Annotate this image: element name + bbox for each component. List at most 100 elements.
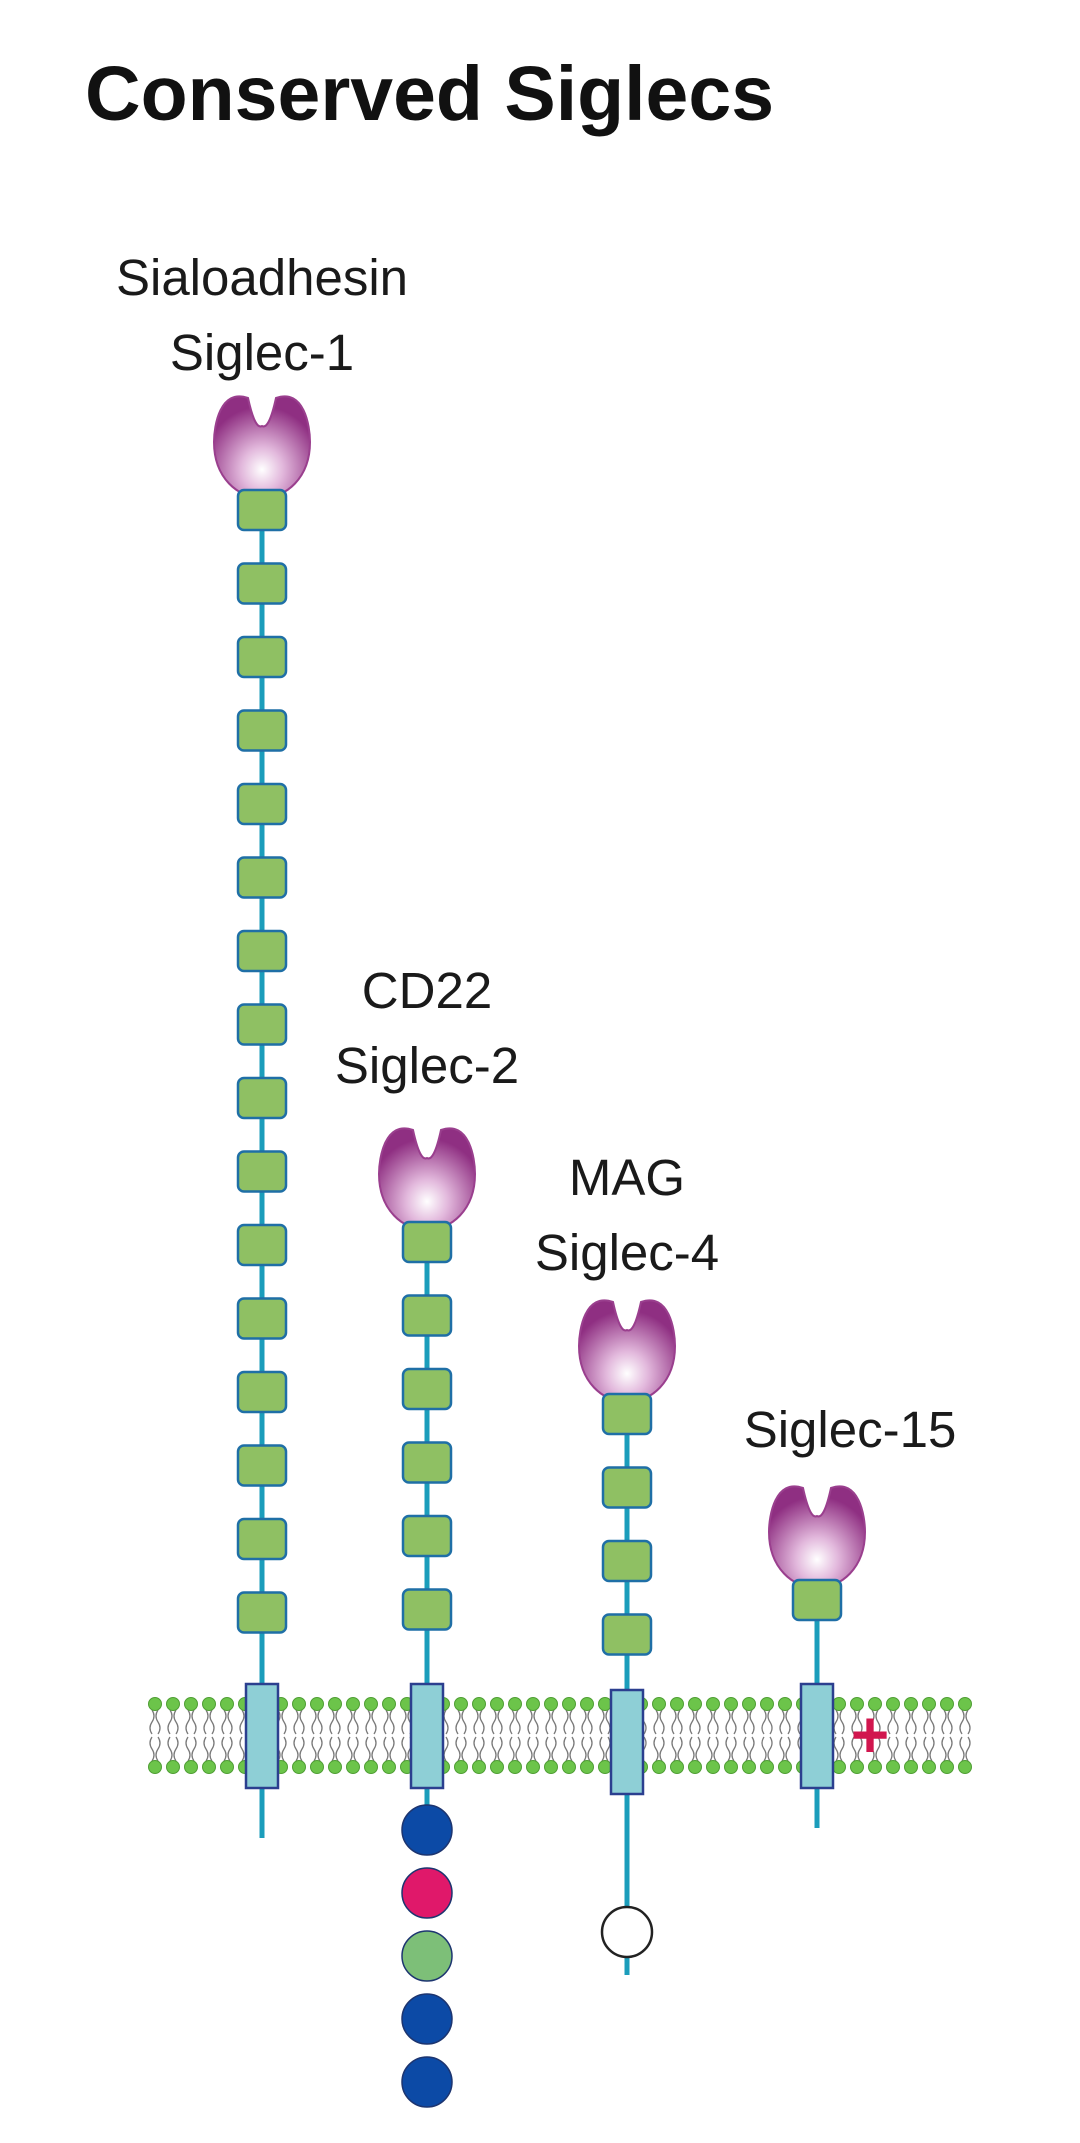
lipid-head-inner [868, 1760, 882, 1774]
lipid-head-outer [490, 1697, 504, 1711]
sialic-acid-binding-domain [212, 395, 312, 500]
lipid-head-outer [706, 1697, 720, 1711]
ig-like-domain [236, 1003, 288, 1046]
lipid-head-outer [904, 1697, 918, 1711]
siglec-15-protein: Siglec-15 + [744, 1401, 956, 1828]
lipid-head-inner [346, 1760, 360, 1774]
lipid-head-inner [886, 1760, 900, 1774]
lipid-head-outer [742, 1697, 756, 1711]
lipid-head-inner [904, 1760, 918, 1774]
ig-like-domain [236, 1150, 288, 1193]
ig-like-domain [236, 1591, 288, 1634]
sialic-acid-binding-domain [377, 1127, 477, 1232]
ig-like-domain [401, 1441, 453, 1484]
lipid-head-outer [940, 1697, 954, 1711]
ig-like-domain [236, 1370, 288, 1414]
lipid-tail [329, 1709, 341, 1762]
lipid-tail [671, 1709, 683, 1762]
lipid-tail [581, 1709, 593, 1762]
cytoplasmic-motif-white [600, 1905, 654, 1959]
lipid-tail [869, 1709, 881, 1762]
lipid-head-outer [346, 1697, 360, 1711]
ig-like-domain [601, 1466, 653, 1509]
lipid-tail [167, 1709, 179, 1762]
lipid-tail [941, 1709, 953, 1762]
lipid-head-inner [544, 1760, 558, 1774]
lipid-head-outer [364, 1697, 378, 1711]
ig-like-domain [601, 1392, 653, 1436]
transmembrane-domain [244, 1682, 280, 1790]
lipid-head-outer [598, 1697, 612, 1711]
lipid-head-inner [472, 1760, 486, 1774]
lipid-head-inner [742, 1760, 756, 1774]
transmembrane-domain [799, 1682, 835, 1790]
ig-like-domain [236, 1517, 288, 1561]
diagram-title: Conserved Siglecs [85, 51, 774, 137]
lipid-tail [527, 1709, 539, 1762]
lipid-head-outer [526, 1697, 540, 1711]
lipid-head-inner [940, 1760, 954, 1774]
ig-like-domain [401, 1367, 453, 1411]
lipid-tail [293, 1709, 305, 1762]
lipid-head-outer [922, 1697, 936, 1711]
lipid-tail [833, 1709, 845, 1762]
ig-like-domain [236, 929, 288, 973]
lipid-tail [923, 1709, 935, 1762]
siglec-2-name-line-1: CD22 [362, 962, 492, 1019]
cytoplasmic-motif-magenta [401, 1867, 453, 1919]
ig-like-domain [401, 1514, 453, 1558]
lipid-tail [347, 1709, 359, 1762]
siglec-2-cd22-protein: CD22 Siglec-2 [335, 962, 519, 2108]
lipid-head-outer [292, 1697, 306, 1711]
lipid-head-outer [832, 1697, 846, 1711]
cytoplasmic-motif-green [401, 1930, 453, 1982]
lipid-head-inner [382, 1760, 396, 1774]
ig-like-domain [401, 1294, 453, 1337]
lipid-head-inner [454, 1760, 468, 1774]
lipid-head-outer [760, 1697, 774, 1711]
lipid-head-inner [688, 1760, 702, 1774]
siglec-4-name-line-2: Siglec-4 [535, 1224, 719, 1281]
lipid-head-inner [706, 1760, 720, 1774]
lipid-head-inner [364, 1760, 378, 1774]
lipid-head-outer [850, 1697, 864, 1711]
lipid-head-inner [760, 1760, 774, 1774]
lipid-tail [743, 1709, 755, 1762]
ig-like-domain [601, 1613, 653, 1656]
lipid-head-outer [778, 1697, 792, 1711]
siglec-4-name-line-1: MAG [569, 1149, 685, 1206]
lipid-tail [761, 1709, 773, 1762]
cytoplasmic-motif-blue [401, 2056, 453, 2108]
ig-like-domain [401, 1588, 453, 1631]
ig-like-domain [236, 488, 288, 532]
lipid-head-inner [148, 1760, 162, 1774]
lipid-tail [959, 1709, 971, 1762]
cytoplasmic-motif-blue [401, 1993, 453, 2045]
lipid-head-inner [220, 1760, 234, 1774]
lipid-head-outer [958, 1697, 972, 1711]
siglec-4-mag-protein: MAG Siglec-4 [535, 1149, 719, 1975]
lipid-head-outer [688, 1697, 702, 1711]
lipid-tail [365, 1709, 377, 1762]
lipid-head-outer [670, 1697, 684, 1711]
lipid-tail [707, 1709, 719, 1762]
lipid-head-outer [328, 1697, 342, 1711]
lipid-head-outer [724, 1697, 738, 1711]
ig-like-domain [236, 782, 288, 826]
lipid-tail [473, 1709, 485, 1762]
sialic-acid-binding-domain [577, 1299, 677, 1404]
lipid-head-inner [724, 1760, 738, 1774]
ig-like-domain [236, 1223, 288, 1267]
lipid-tail [383, 1709, 395, 1762]
transmembrane-domain [609, 1688, 645, 1796]
lipid-tail [455, 1709, 467, 1762]
lipid-head-inner [778, 1760, 792, 1774]
lipid-head-inner [490, 1760, 504, 1774]
lipid-tail [545, 1709, 557, 1762]
ig-like-domain [236, 1444, 288, 1487]
lipid-head-outer [220, 1697, 234, 1711]
charged-residue-marker: + [851, 1697, 890, 1771]
lipid-head-inner [310, 1760, 324, 1774]
lipid-head-outer [166, 1697, 180, 1711]
lipid-head-outer [148, 1697, 162, 1711]
